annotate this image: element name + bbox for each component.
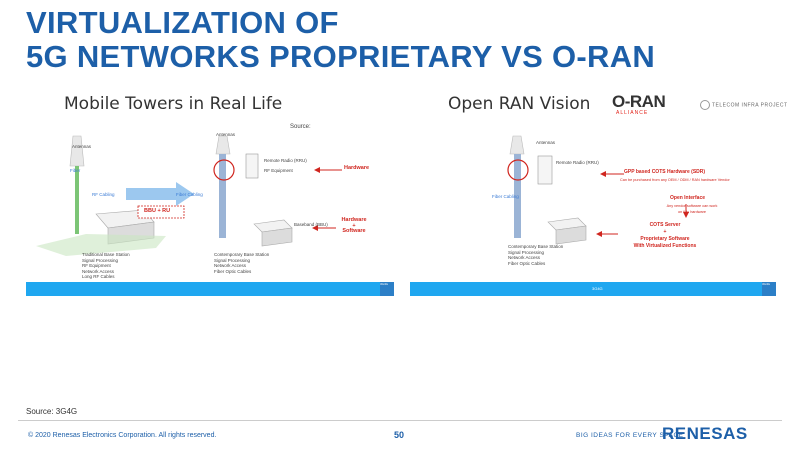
right-diagram-svg xyxy=(507,135,689,245)
left-diagram-panel: Antennas Fiber RF Cabling Fiber Cabling … xyxy=(26,118,394,296)
fiber-left-label: Fiber xyxy=(70,168,81,173)
baseband-label: Baseband (BBU) xyxy=(294,222,328,227)
left-diagram-svg xyxy=(36,135,342,256)
oran-logo-sub: ALLIANCE xyxy=(616,110,649,116)
traditional-pole xyxy=(75,166,79,234)
left-panel-heading: Mobile Towers in Real Life xyxy=(64,94,283,114)
contemporary-antenna-top xyxy=(215,135,231,155)
gpp-hardware-label: GPP based COTS Hardware (SDR) xyxy=(624,169,706,175)
remote-radio-label: Remote Radio (RRU) xyxy=(264,158,307,163)
copyright-text: © 2020 Renesas Electronics Corporation. … xyxy=(28,432,217,439)
renesas-logo: RENESAS xyxy=(662,424,748,443)
brand-tagline: BIG IDEAS FOR EVERY SPACE xyxy=(576,432,684,439)
open-interface-sub: Any vendor software can work on this har… xyxy=(666,204,718,214)
right-diagram-panel: Antennas Fiber Cabling Remote Radio (RRU… xyxy=(410,118,776,296)
left-bar-tag: 3G4G xyxy=(380,282,394,296)
oran-antenna-top xyxy=(509,135,525,155)
oran-rru-unit xyxy=(537,155,553,185)
transition-arrow xyxy=(126,182,194,206)
hardware-software-label: Hardware + Software xyxy=(341,217,367,234)
bbu-ru-box xyxy=(137,205,185,219)
page-number: 50 xyxy=(394,430,405,440)
hardware-label: Hardware xyxy=(344,165,370,171)
right-panel-heading: Open RAN Vision xyxy=(448,94,591,114)
oran-contemporary-bs-list: Contemporary Base Station Signal Process… xyxy=(508,244,564,266)
oran-remote-radio-label: Remote Radio (RRU) xyxy=(556,160,599,165)
bbu-ru-label: BBU + RU xyxy=(144,208,171,214)
antenna-label: Antennas xyxy=(72,144,92,149)
contemporary-antenna-label: Antennas xyxy=(216,132,236,137)
right-bar-mid-tag: 3G4G xyxy=(592,286,603,291)
open-interface-label: Open Interface xyxy=(670,195,706,201)
oran-alliance-logo: O-RAN ALLIANCE xyxy=(612,92,670,116)
footer-divider xyxy=(18,420,782,421)
title-line-2: 5G NETWORKS PROPRIETARY VS O-RAN xyxy=(26,39,656,74)
contemporary-pole xyxy=(219,154,226,238)
slide-title: VIRTUALIZATION OF 5G NETWORKS PROPRIETAR… xyxy=(26,6,726,74)
gpp-hardware-sub: Can be purchased from any OEM / ODM / RA… xyxy=(620,178,730,182)
left-bottom-bar: 3G4G xyxy=(26,282,394,296)
oran-rru-circle xyxy=(507,159,529,181)
title-line-1: VIRTUALIZATION OF xyxy=(26,5,339,40)
cots-server-label: COTS Server + Proprietary Software With … xyxy=(633,222,697,249)
oran-fiber-label: Fiber Cabling xyxy=(492,194,519,199)
rf-equipment-label: RF Equipment xyxy=(264,168,293,173)
right-bottom-bar: 3G4G 3G4G xyxy=(410,282,776,296)
oran-antenna-label: Antennas xyxy=(536,140,556,145)
oran-pole xyxy=(514,154,521,238)
traditional-bs-list: Traditional Base Station Signal Processi… xyxy=(82,252,130,279)
source-note: Source: 3G4G xyxy=(26,407,78,416)
contemporary-bs-list: Contemporary Base Station Signal Process… xyxy=(214,252,270,274)
rru-unit xyxy=(245,153,259,179)
source-label: Source: xyxy=(290,124,311,130)
traditional-antenna-top xyxy=(69,135,85,167)
rru-highlight-circle xyxy=(213,159,235,181)
right-bar-tag: 3G4G xyxy=(762,282,776,296)
telecom-infra-project-logo: TELECOM INFRA PROJECT xyxy=(700,100,788,110)
oran-logo-text: O-RAN xyxy=(612,92,666,111)
rf-cabling-label: RF Cabling xyxy=(92,192,115,197)
fiber-cabling-label: Fiber Cabling xyxy=(176,192,203,197)
